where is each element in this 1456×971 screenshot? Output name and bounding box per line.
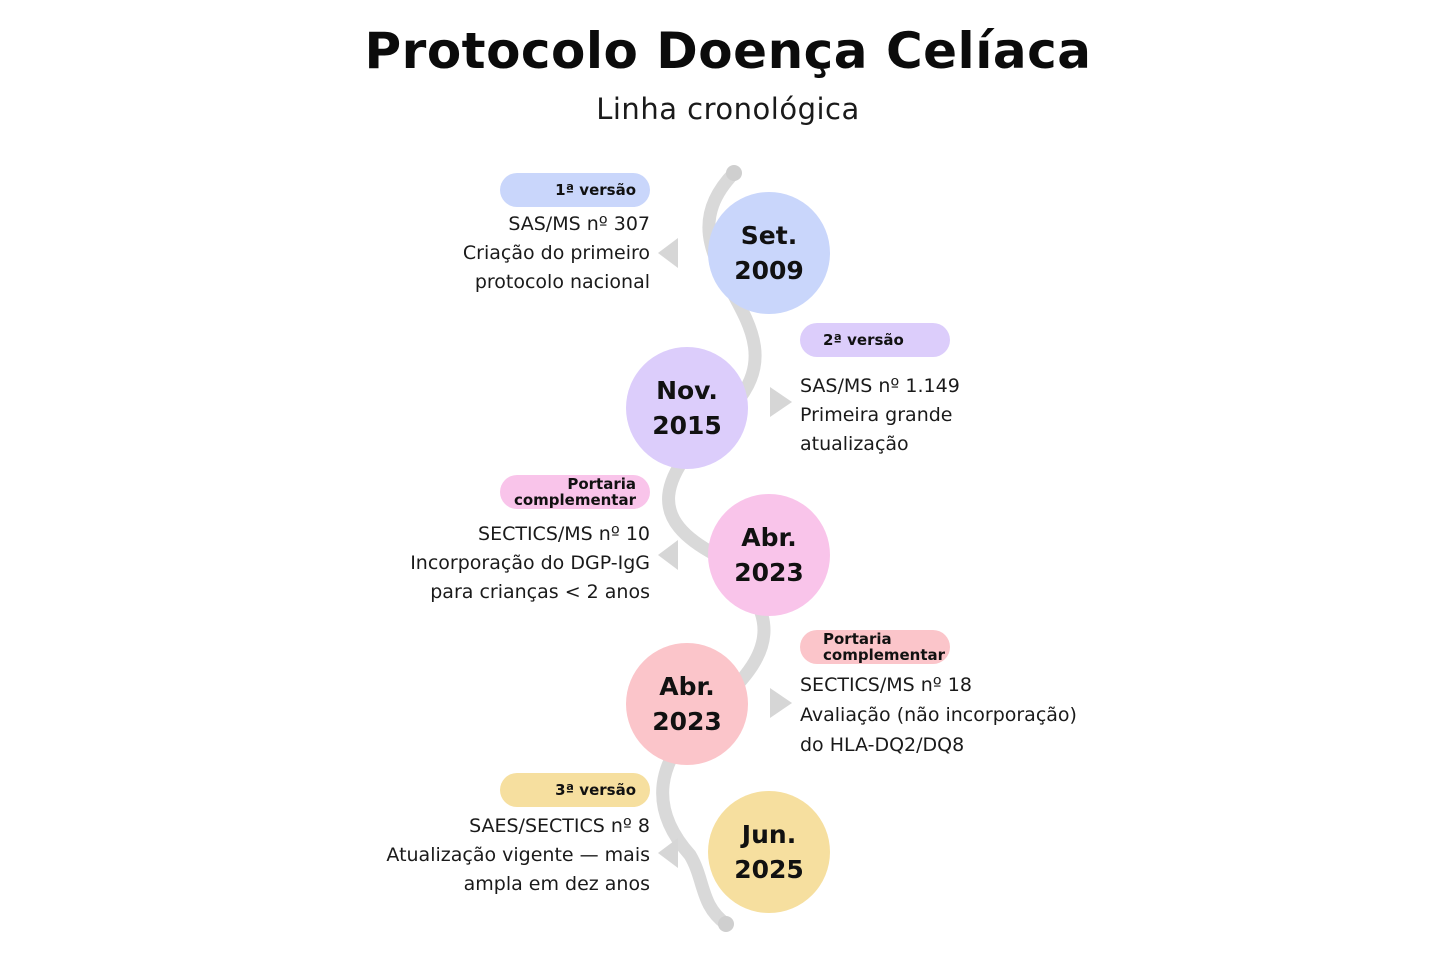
description-line: protocolo nacional [474, 271, 650, 293]
date-year: 2023 [734, 558, 804, 587]
timeline-end-dot [718, 916, 734, 932]
date-month: Jun. [741, 820, 797, 849]
date-year: 2023 [652, 707, 722, 736]
date-year: 2015 [652, 411, 722, 440]
description-line: SECTICS/MS nº 10 [478, 523, 650, 545]
date-circle: Abr. 2023 [626, 643, 748, 765]
event-description: SAES/SECTICS nº 8 Atualização vigente — … [386, 812, 650, 899]
description-line: SECTICS/MS nº 18 [800, 674, 972, 696]
portaria-badge: Portaria complementar [800, 630, 950, 664]
description-line: Criação do primeiro [462, 242, 650, 264]
description-line: SAS/MS nº 307 [508, 213, 650, 235]
description-line: para crianças < 2 anos [430, 581, 650, 603]
arrow-right-icon [770, 387, 792, 417]
date-circle: Set. 2009 [708, 192, 830, 314]
version-badge: 2ª versão [800, 323, 950, 357]
timeline-start-dot [726, 165, 742, 181]
page-subtitle: Linha cronológica [596, 92, 860, 126]
description-line: SAES/SECTICS nº 8 [469, 815, 650, 837]
event-description: SECTICS/MS nº 18 Avaliação (não incorpor… [800, 670, 1077, 760]
arrow-left-icon [658, 540, 678, 570]
description-line: atualização [800, 433, 909, 455]
description-line: SAS/MS nº 1.149 [800, 375, 960, 397]
date-month: Nov. [656, 376, 718, 405]
description-line: ampla em dez anos [463, 873, 650, 895]
badge-label: 1ª versão [555, 181, 636, 199]
event-description: SAS/MS nº 307 Criação do primeiro protoc… [463, 210, 650, 297]
date-month: Abr. [659, 672, 715, 701]
page-title: Protocolo Doença Celíaca [364, 22, 1092, 80]
description-line: Primeira grande [800, 404, 953, 426]
version-badge: 1ª versão [500, 173, 650, 207]
badge-label: 2ª versão [823, 331, 904, 349]
badge-label: Portaria [567, 475, 636, 493]
version-badge: 3ª versão [500, 773, 650, 807]
date-year: 2025 [734, 855, 804, 884]
date-month: Abr. [741, 523, 797, 552]
arrow-right-icon [770, 688, 792, 718]
description-line: Atualização vigente — mais [386, 844, 650, 866]
event-description: SECTICS/MS nº 10 Incorporação do DGP-IgG… [410, 520, 650, 607]
badge-label: Portaria [823, 630, 892, 648]
portaria-badge: Portaria complementar [500, 475, 650, 509]
badge-label: complementar [823, 646, 946, 664]
date-month: Set. [740, 221, 798, 250]
badge-label: complementar [513, 491, 636, 509]
date-circle: Jun. 2025 [708, 791, 830, 913]
date-circle: Nov. 2015 [626, 347, 748, 469]
date-circle: Abr. 2023 [708, 494, 830, 616]
description-line: Incorporação do DGP-IgG [410, 552, 650, 574]
arrow-left-icon [658, 238, 678, 268]
badge-label: 3ª versão [555, 781, 636, 799]
description-line: Avaliação (não incorporação) [800, 704, 1077, 726]
event-description: SAS/MS nº 1.149 Primeira grande atualiza… [800, 372, 960, 459]
arrow-left-icon [658, 838, 678, 868]
description-line: do HLA-DQ2/DQ8 [800, 734, 965, 756]
date-year: 2009 [734, 256, 804, 285]
